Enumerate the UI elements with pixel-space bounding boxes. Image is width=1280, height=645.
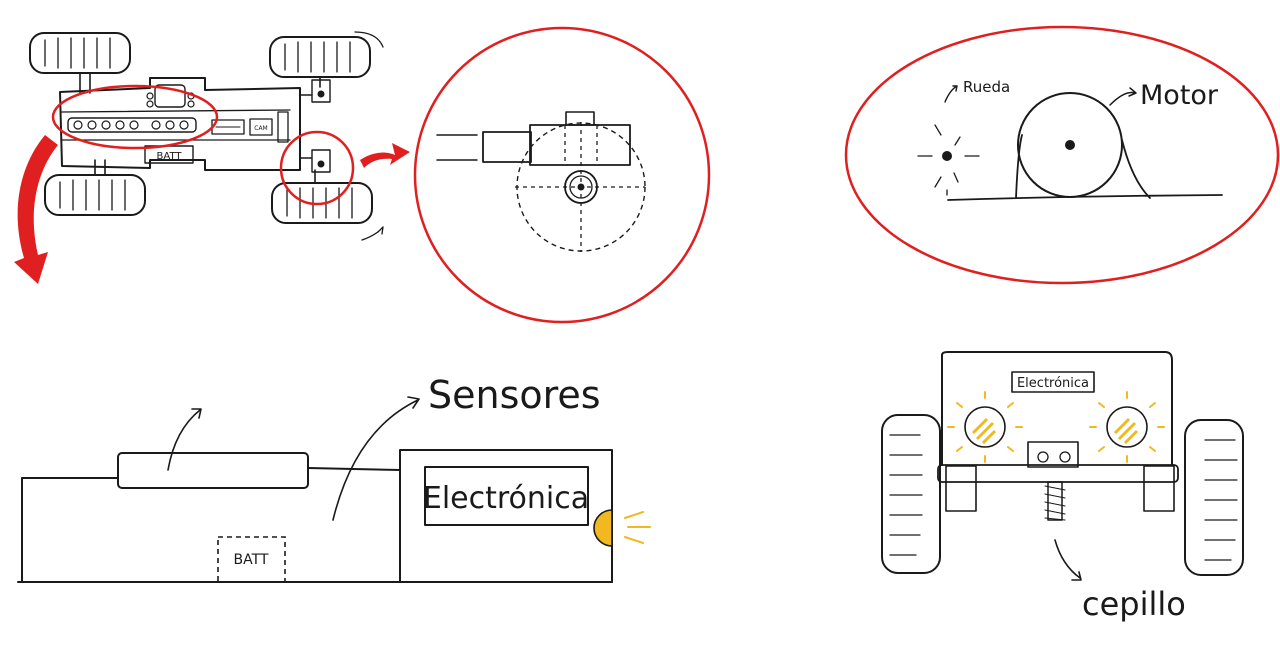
electronics-box-side xyxy=(424,466,589,526)
front-view-panel: Electrónica cepi xyxy=(881,351,1244,623)
electronica-front-label: Electrónica xyxy=(1017,376,1089,391)
sensor-highlight-ellipse xyxy=(51,84,219,150)
red-arrow-down xyxy=(14,135,58,284)
front-wheel-right xyxy=(1184,419,1244,576)
motor-zoom-panel xyxy=(413,26,711,324)
batt-side-label: BATT xyxy=(234,552,269,568)
sensores-label: Sensores xyxy=(428,373,601,417)
motor-highlight-circle xyxy=(279,130,355,206)
motor-label: Motor xyxy=(1140,80,1219,111)
wheel-front-left xyxy=(29,32,131,74)
wheel-motor-panel: Rueda Motor xyxy=(844,25,1280,285)
front-wheel-left xyxy=(881,414,941,574)
top-view-panel: CAM BATT xyxy=(14,31,410,284)
wheel-front-right xyxy=(269,36,371,78)
electronica-side-label: Electrónica xyxy=(423,481,589,516)
sensor-row xyxy=(67,117,197,133)
sun-lamp-icon xyxy=(593,509,613,547)
cam-label: CAM xyxy=(254,125,267,132)
wheel-rear-left xyxy=(44,174,146,216)
electronics-box-front xyxy=(1011,371,1095,393)
chassis-outline xyxy=(59,77,301,171)
cepillo-label: cepillo xyxy=(1082,585,1186,623)
sun-lamp-icon xyxy=(1089,391,1165,463)
rueda-label: Rueda xyxy=(963,78,1010,96)
sensor-bar xyxy=(117,452,309,489)
batt-top-label: BATT xyxy=(157,151,183,162)
sun-lamp-icon xyxy=(947,391,1023,463)
side-view-panel: Electrónica BATT Sensores xyxy=(17,373,651,583)
red-arrow-right xyxy=(360,143,410,168)
